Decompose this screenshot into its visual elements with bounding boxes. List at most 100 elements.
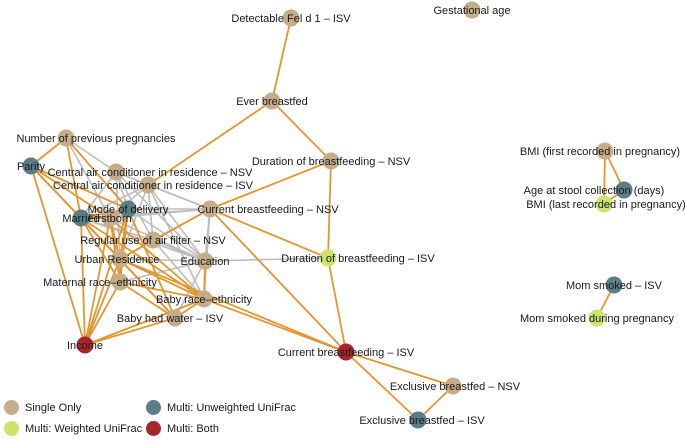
edge-parity-firstborn — [30, 165, 111, 219]
edge-curBfIsv-exclNsv — [345, 351, 454, 387]
edge-acNsv-education — [115, 171, 206, 262]
legend-dot-single — [4, 400, 19, 415]
legend-item-unweighted: Multi: Unweighted UniFrac — [146, 400, 296, 415]
legend: Single Only Multi: Unweighted UniFrac Mu… — [4, 400, 334, 440]
node-mod — [119, 200, 137, 218]
node-label-numPreg: Number of previous pregnancies — [17, 133, 176, 145]
edge-acIsv-married — [80, 184, 149, 219]
node-label-parity: Parity — [17, 161, 46, 173]
edge-education-durBfIsv — [204, 257, 329, 262]
edge-parity-income — [30, 165, 86, 346]
nodes-layer — [22, 1, 633, 429]
node-exclNsv — [444, 377, 462, 395]
edge-firstborn-babyRace — [109, 217, 205, 300]
edge-numPreg-acNsv — [65, 137, 117, 173]
edge-numPreg-mod — [65, 137, 129, 210]
legend-item-single: Single Only — [4, 400, 81, 415]
node-numPreg — [57, 129, 75, 147]
edge-married-income — [80, 217, 86, 346]
legend-dot-unweighted — [146, 400, 161, 415]
edges-layer — [30, 17, 625, 421]
node-durBfIsv — [319, 249, 337, 267]
node-curBfIsv — [337, 343, 355, 361]
legend-dot-both — [146, 421, 161, 436]
labels-layer: Detectable Fel d 1 – ISV Gestational ageE… — [17, 5, 685, 427]
node-label-bmiLast: BMI (last recorded in pregnancy) — [526, 199, 685, 211]
legend-label-unweighted: Multi: Unweighted UniFrac — [167, 401, 296, 414]
edge-matRace-babyRace — [119, 281, 205, 300]
edge-acIsv-education — [147, 184, 206, 262]
legend-dot-weighted — [4, 421, 19, 436]
node-acNsv — [107, 163, 125, 181]
edge-numPreg-married — [65, 137, 82, 219]
edge-urban-babyRace — [119, 258, 205, 300]
node-acIsv — [139, 176, 157, 194]
node-label-curBfIsv: Current breastfeeding – ISV — [278, 347, 415, 359]
edge-curBfIsv-exclIsv — [345, 351, 419, 421]
edge-married-matRace — [80, 217, 121, 283]
edge-urban-education — [119, 258, 206, 262]
edge-mod-babyWater — [127, 208, 176, 319]
node-label-exclNsv: Exclusive breastfed – NSV — [390, 381, 521, 393]
node-everBf — [263, 92, 281, 110]
node-label-bmiFirst: BMI (first recorded in pregnancy) — [520, 146, 680, 158]
node-label-urban: Urban Residence — [75, 254, 160, 266]
node-label-exclIsv: Exclusive breastfed – ISV — [359, 415, 485, 427]
node-gest — [463, 1, 481, 19]
edge-airFilter-education — [152, 239, 206, 262]
node-label-durBfNsv: Duration of breastfeeding – NSV — [252, 156, 411, 168]
node-urban — [111, 250, 129, 268]
edge-matRace-income — [84, 281, 121, 346]
edge-firstborn-income — [84, 217, 111, 346]
node-label-momSmokedIsv: Mom smoked – ISV — [566, 280, 663, 292]
edge-felD1-everBf — [271, 17, 292, 102]
edge-married-babyRace — [80, 217, 205, 300]
node-babyRace — [195, 290, 213, 308]
legend-item-weighted: Multi: Weighted UniFrac — [4, 421, 142, 436]
node-felD1 — [282, 9, 300, 27]
legend-label-both: Multi: Both — [167, 422, 219, 435]
node-label-acNsv: Central air conditioner in residence – N… — [48, 167, 253, 179]
node-label-babyRace: Baby race–ethnicity — [156, 294, 252, 306]
node-label-education: Education — [181, 256, 230, 268]
node-label-firstborn: Firstborn — [88, 213, 131, 225]
edge-urban-babyWater — [119, 258, 176, 319]
node-airFilter — [144, 231, 162, 249]
edge-curBfNsv-curBfIsv — [209, 208, 347, 353]
edge-parity-mod — [30, 165, 129, 210]
node-label-acIsv: Central air conditioner in residence – I… — [53, 180, 254, 192]
legend-label-weighted: Multi: Weighted UniFrac — [25, 422, 143, 435]
node-label-momSmokedPreg: Mom smoked during pregnancy — [520, 313, 675, 325]
edge-mod-income — [84, 208, 129, 346]
node-matRace — [111, 273, 129, 291]
node-label-felD1: Detectable Fel d 1 – ISV — [231, 13, 351, 25]
node-education — [196, 252, 214, 270]
node-label-ageStool: Age at stool collection (days) — [524, 185, 665, 197]
edge-everBf-acIsv — [147, 100, 273, 186]
node-firstborn — [101, 209, 119, 227]
node-label-income: Income — [67, 340, 103, 352]
node-momSmokedIsv — [605, 276, 623, 294]
node-parity — [22, 157, 40, 175]
edge-numPreg-firstborn — [65, 137, 111, 219]
node-label-durBfIsv: Duration of breastfeeding – ISV — [281, 253, 435, 265]
edge-acIsv-curBfNsv — [147, 184, 211, 210]
node-curBfNsv — [201, 200, 219, 218]
node-label-airFilter: Regular use of air filter – NSV — [80, 235, 226, 247]
node-income — [76, 336, 94, 354]
edge-urban-curBfNsv — [119, 208, 211, 260]
node-label-matRace: Maternal race–ethnicity — [43, 277, 157, 289]
node-label-gest: Gestational age — [433, 5, 510, 17]
node-babyWater — [166, 309, 184, 327]
edge-durBfIsv-curBfIsv — [327, 257, 347, 353]
edge-bmiFirst-bmiLast — [603, 150, 606, 205]
edge-durBfNsv-curBfNsv — [209, 160, 332, 210]
node-durBfNsv — [322, 152, 340, 170]
legend-label-single: Single Only — [25, 401, 82, 414]
edge-airFilter-married — [80, 217, 154, 241]
node-label-everBf: Ever breastfed — [236, 96, 308, 108]
node-label-curBfNsv: Current breastfeeding – NSV — [197, 204, 339, 216]
edge-mod-matRace — [119, 208, 129, 283]
legend-item-both: Multi: Both — [146, 421, 219, 436]
